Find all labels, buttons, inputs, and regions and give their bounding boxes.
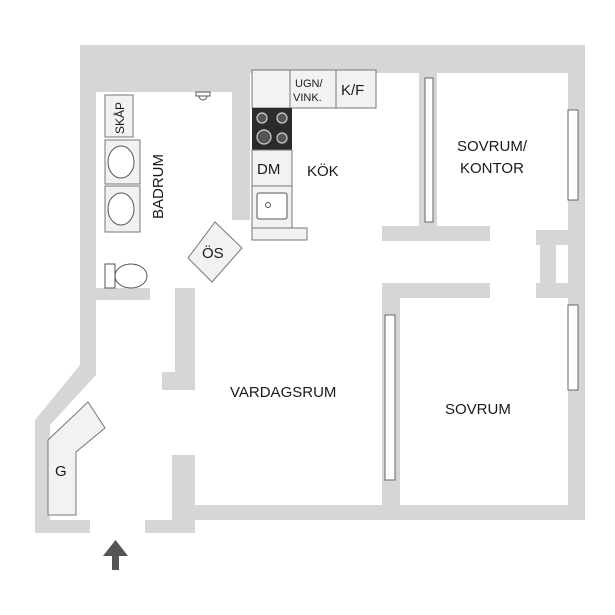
- window-sovrum: [567, 304, 579, 391]
- room-label-sovrum-kontor-2: KONTOR: [460, 160, 524, 177]
- shower-tap-icon: [195, 91, 211, 101]
- os-closet: [187, 221, 243, 283]
- room-label-badrum: BADRUM: [150, 154, 167, 219]
- kitchen-lower-wall: [382, 226, 490, 241]
- bedroom-divider-right-2: [536, 283, 568, 298]
- window-kitchen-bedroom: [424, 77, 434, 223]
- fixture-label-os: ÖS: [202, 244, 224, 262]
- kitchen-counter-base: [251, 227, 308, 241]
- window-vardagsrum: [384, 314, 396, 481]
- bathroom-wall-lower: [96, 288, 150, 300]
- washbasin-2-icon: [107, 192, 135, 226]
- bedroom-divider-right: [536, 230, 568, 245]
- fridge-freezer: [335, 69, 377, 109]
- room-label-kok: KÖK: [307, 162, 339, 180]
- bathroom-wall-right: [232, 92, 250, 220]
- burner-icon: [276, 132, 288, 144]
- fixture-label-dm: DM: [257, 161, 280, 178]
- fixture-label-skap: SKÅP: [112, 102, 127, 134]
- arrow-up-icon: [103, 540, 128, 570]
- fixture-label-g: G: [55, 463, 67, 480]
- fixture-label-ugn-1: UGN/: [295, 78, 323, 90]
- burner-icon: [256, 112, 268, 124]
- bedroom-divider-mid: [540, 245, 556, 283]
- toilet-icon: [104, 263, 148, 289]
- fixture-label-ugn-2: VINK.: [293, 92, 322, 104]
- kitchen-counter-left: [251, 69, 291, 109]
- bedroom-top-wall: [382, 283, 490, 298]
- bathroom-cabinet: [104, 94, 134, 138]
- burner-icon: [256, 129, 272, 145]
- room-label-sovrum-kontor-1: SOVRUM/: [457, 138, 528, 155]
- g-wardrobe: [47, 401, 106, 516]
- room-label-vardagsrum: VARDAGSRUM: [230, 384, 336, 401]
- window-sovrum-kontor: [567, 109, 579, 201]
- fixture-label-kf: K/F: [341, 82, 364, 99]
- burner-icon: [276, 112, 288, 124]
- bathroom-wall-top: [96, 73, 250, 92]
- washbasin-1-icon: [107, 145, 135, 179]
- entry-pillar: [172, 455, 195, 505]
- room-label-sovrum: SOVRUM: [445, 401, 511, 418]
- sink-drain-icon: [265, 202, 271, 208]
- sink-basin: [256, 192, 288, 220]
